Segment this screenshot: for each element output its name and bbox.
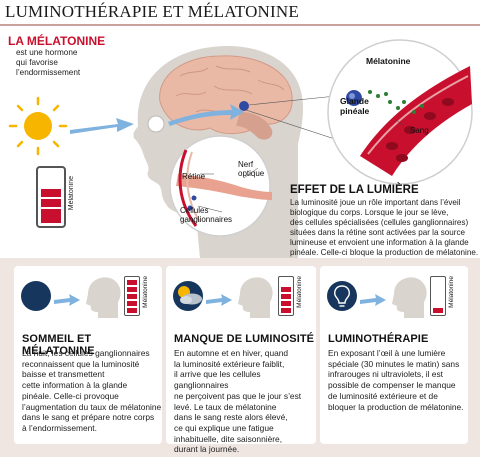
sun-icon (8, 96, 68, 156)
label-sang: Sang (410, 126, 429, 135)
card-gauge-label: Mélatonine (448, 276, 455, 308)
pineal-zoom (327, 39, 473, 185)
label-retine: Rétine (182, 172, 206, 181)
effet-text: La luminosité joue un rôle important dan… (290, 198, 479, 257)
retina-zoom (169, 135, 272, 237)
melatonine-gauge (36, 166, 66, 228)
melatonine-description: est une hormone qui favorise l’endormiss… (16, 48, 81, 77)
card-illustration (21, 277, 121, 318)
melatonine-heading: LA MÉLATONINE (8, 34, 106, 48)
pineal-gland-icon (239, 101, 249, 111)
card-illustration (327, 277, 427, 318)
card-sommeil: Mélatonine SOMMEIL ET MÉLATONINE La nuit… (14, 266, 162, 444)
card-gauge-label: Mélatonine (142, 276, 149, 308)
light-arrow (70, 118, 134, 134)
card-illustration (173, 277, 273, 318)
cerebellum (236, 112, 273, 140)
card-title: LUMINOTHÉRAPIE (328, 333, 429, 345)
card-manque: Mélatonine MANQUE DE LUMINOSITÉ En autom… (166, 266, 316, 454)
card-title: SOMMEIL ET MÉLATONINE (22, 333, 95, 357)
label-cellules: Cellules ganglionnaires (180, 206, 233, 224)
effet-heading: EFFET DE LA LUMIÈRE (290, 184, 419, 196)
card-luminotherapie: Mélatonine LUMINOTHÉRAPIE En exposant l’… (320, 266, 468, 444)
card-gauge (124, 276, 140, 316)
gauge-label: Mélatonine (68, 176, 75, 211)
card-gauge-label: Mélatonine (296, 276, 303, 308)
label-glande-pineale: Glande pinéale (340, 96, 370, 116)
lightbulb-icon (334, 285, 350, 307)
page-title: LUMINOTHÉRAPIE ET MÉLATONINE (5, 2, 299, 21)
cloudy-sun-icon (178, 286, 202, 305)
label-melatonine: Mélatonine (366, 56, 411, 66)
title-underline (0, 24, 480, 26)
signal-arrow (168, 104, 244, 126)
label-nerf-optique: Nerf optique (238, 160, 265, 178)
eye-icon (147, 115, 165, 133)
card-gauge (278, 276, 294, 316)
main-illustration (8, 39, 473, 258)
card-gauge (430, 276, 446, 316)
card-title: MANQUE DE LUMINOSITÉ (174, 333, 315, 345)
